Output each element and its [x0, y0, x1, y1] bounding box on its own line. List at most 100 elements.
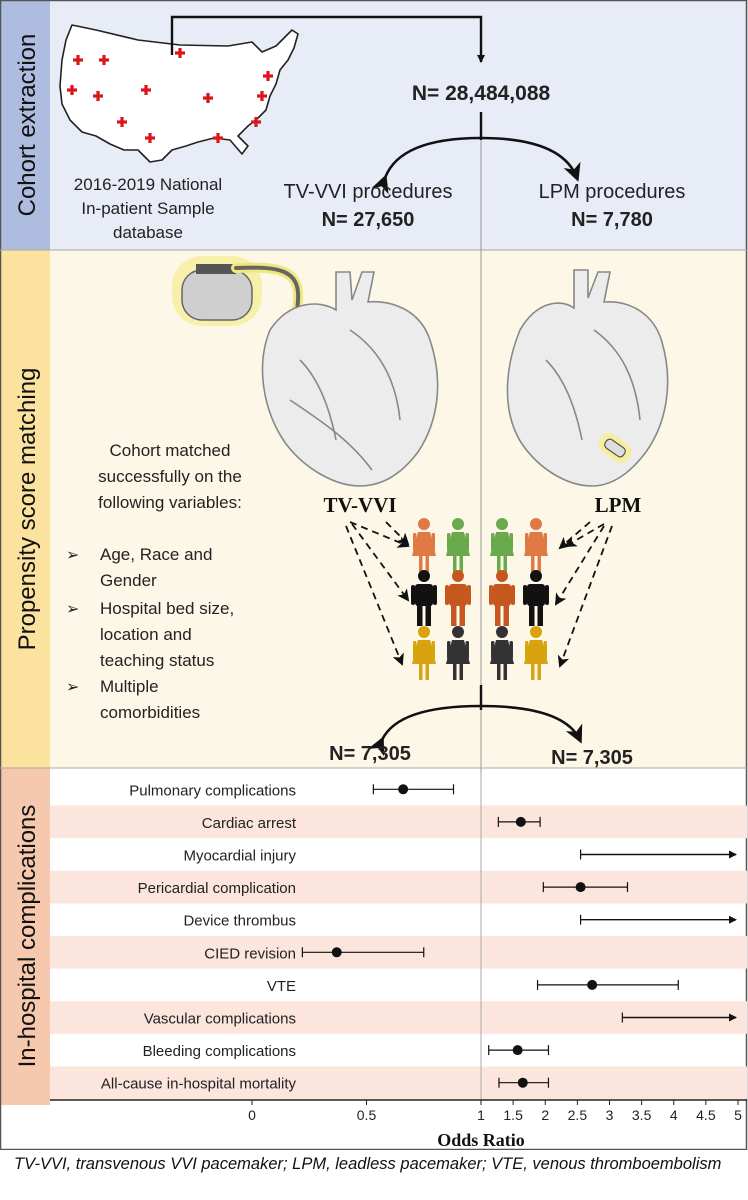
bullet-arrow-icon: ➢ — [66, 679, 79, 696]
matched-text-line-1: Cohort matched — [110, 441, 231, 460]
odds-ratio-point — [575, 882, 586, 893]
map-caption-line-3: database — [113, 223, 183, 242]
x-tick-label: 2 — [541, 1107, 549, 1123]
patient-person-icon — [446, 626, 470, 680]
plus-marker-icon — [145, 133, 155, 143]
psm-left-n: N= 7,305 — [329, 743, 411, 765]
heart-illustration-left — [261, 271, 439, 487]
cohort-total: N= 28,484,088 — [412, 82, 551, 105]
cohort-split-arrow — [371, 136, 581, 195]
variable-3-line-2: comorbidities — [100, 703, 200, 722]
row-stripe — [50, 805, 747, 839]
forest-row-label: Pulmonary complications — [129, 782, 296, 799]
plus-marker-icon — [251, 117, 261, 127]
psm-right-n: N= 7,305 — [551, 747, 633, 769]
forest-row-label: All-cause in-hospital mortality — [101, 1076, 297, 1093]
patient-person-icon — [490, 518, 514, 572]
plus-marker-icon — [175, 48, 185, 58]
forest-row-label: CIED revision — [204, 945, 296, 962]
plus-marker-icon — [117, 117, 127, 127]
us-map-icon — [59, 24, 299, 163]
psm-split-arrow — [367, 704, 583, 757]
plus-marker-icon — [213, 133, 223, 143]
x-tick-label: 1 — [477, 1107, 485, 1123]
forest-row-label: Device thrombus — [183, 913, 296, 930]
variable-1-line-1: Age, Race and — [100, 545, 212, 564]
forest-row-label: Myocardial injury — [183, 848, 296, 865]
psm-left-label: TV-VVI — [323, 493, 396, 517]
x-tick-label: 2.5 — [568, 1107, 588, 1123]
patient-person-icon — [489, 570, 515, 626]
row-stripe — [50, 1066, 747, 1099]
plus-marker-icon — [257, 91, 267, 101]
cohort-left-n: N= 27,650 — [322, 209, 415, 231]
cohort-tab — [0, 0, 50, 250]
patient-person-icon — [490, 626, 514, 680]
variable-3-line-1: Multiple — [100, 677, 159, 696]
forest-row-label: Pericardial complication — [138, 880, 296, 897]
forest-row-label: Cardiac arrest — [202, 815, 297, 832]
psm-right-label: LPM — [595, 493, 642, 517]
matched-text-line-2: successfully on the — [98, 467, 242, 486]
x-tick-label: 1.5 — [503, 1107, 523, 1123]
heart-illustration-right — [506, 269, 669, 487]
forest-row-label: Vascular complications — [144, 1011, 296, 1028]
section-label-psm: Propensity score matching — [14, 368, 41, 651]
variable-1-line-2: Gender — [100, 571, 157, 590]
matched-variables-text: Cohort matched successfully on the follo… — [98, 441, 242, 512]
x-tick-label: 3 — [606, 1107, 614, 1123]
odds-ratio-point — [517, 1077, 528, 1088]
bullet-arrow-icon: ➢ — [66, 547, 79, 564]
variable-list: ➢ Age, Race and Gender ➢ Hospital bed si… — [66, 545, 234, 722]
patient-person-icon — [524, 626, 548, 680]
plus-marker-icon — [67, 85, 77, 95]
variable-2-line-1: Hospital bed size, — [100, 599, 234, 618]
variable-2-line-3: teaching status — [100, 651, 214, 670]
section-label-cohort: Cohort extraction — [14, 34, 41, 217]
x-tick-label: 5 — [734, 1107, 742, 1123]
footnote: TV-VVI, transvenous VVI pacemaker; LPM, … — [14, 1155, 722, 1173]
pacemaker-generator-icon — [172, 256, 262, 326]
forest-row-label: VTE — [267, 978, 296, 995]
leadless-pacemaker-icon — [598, 433, 632, 463]
map-to-total-connector — [170, 15, 485, 63]
odds-ratio-point — [587, 979, 598, 990]
bullet-arrow-icon: ➢ — [66, 601, 79, 618]
plus-marker-icon — [141, 85, 151, 95]
x-tick-label: 3.5 — [632, 1107, 652, 1123]
plus-marker-icon — [99, 55, 109, 65]
plus-marker-icon — [203, 93, 213, 103]
matching-arrows — [345, 521, 613, 668]
study-flow-diagram: Cohort extraction Propensity score match… — [0, 0, 748, 1150]
matched-text-line-3: following variables: — [98, 493, 242, 512]
x-tick-label: 0.5 — [357, 1107, 377, 1123]
x-axis-label: Odds Ratio — [437, 1130, 525, 1150]
patient-person-icon — [445, 570, 471, 626]
plus-marker-icon — [93, 91, 103, 101]
variable-2-line-2: location and — [100, 625, 192, 644]
patient-icons-grid — [411, 518, 549, 680]
map-markers — [67, 48, 273, 143]
psm-tab — [0, 250, 50, 768]
patient-person-icon — [523, 570, 549, 626]
x-tick-label: 0 — [248, 1107, 256, 1123]
patient-person-icon — [412, 518, 436, 572]
complications-tab — [0, 768, 50, 1105]
row-stripe — [50, 870, 747, 904]
forest-row-label: Bleeding complications — [143, 1043, 296, 1060]
patient-person-icon — [412, 626, 436, 680]
x-tick-label: 4 — [670, 1107, 678, 1123]
section-label-complications: In-hospital complications — [14, 805, 41, 1068]
patient-person-icon — [446, 518, 470, 572]
plus-marker-icon — [73, 55, 83, 65]
map-caption-line-1: 2016-2019 National — [74, 175, 222, 194]
cohort-left-title: TV-VVI procedures — [284, 181, 453, 203]
cohort-right-title: LPM procedures — [539, 181, 686, 203]
x-tick-label: 4.5 — [696, 1107, 716, 1123]
odds-ratio-point — [331, 947, 342, 958]
map-caption: 2016-2019 National In-patient Sample dat… — [74, 175, 222, 242]
figure-border — [0, 0, 748, 1150]
patient-person-icon — [411, 570, 437, 626]
plus-marker-icon — [263, 71, 273, 81]
